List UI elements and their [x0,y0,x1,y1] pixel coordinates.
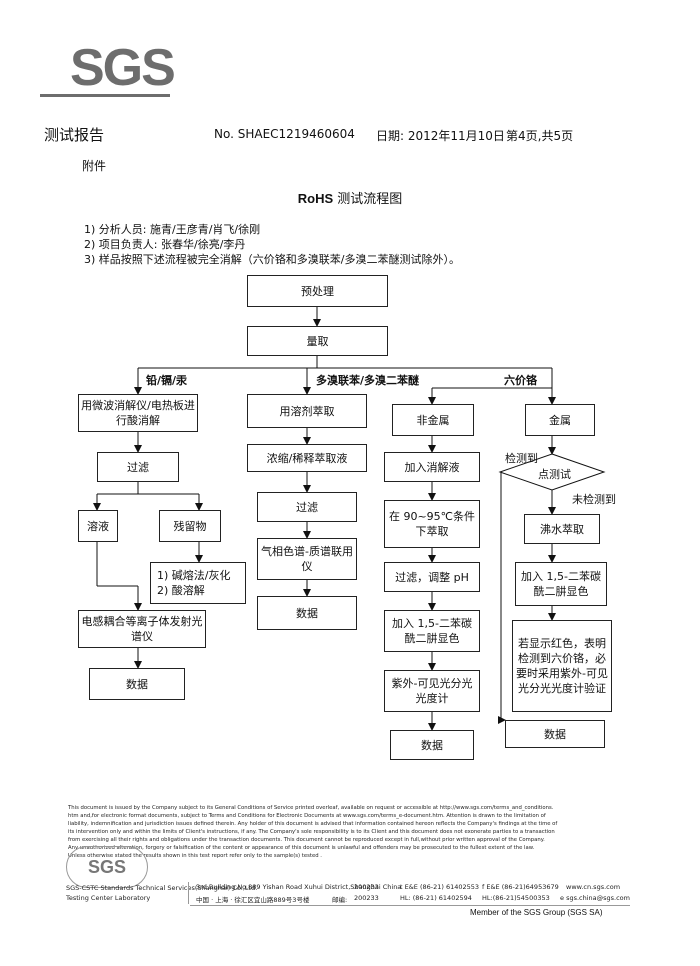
info-line-3: 3) 样品按照下述流程被完全消解（六价铬和多溴联苯/多溴二苯醚测试除外）。 [84,253,460,266]
step-data-2: 数据 [257,596,357,630]
flowchart-title: RoHS 测试流程图 [0,188,700,207]
step-add-dpc-1: 加入 1,5-二苯碳酰二肼显色 [384,610,480,652]
sgs-group-member: Member of the SGS Group (SGS SA) [470,908,603,917]
chart-title-rest: 测试流程图 [333,192,403,207]
address-cn: 中国 · 上海 · 徐汇区宜山路889号3号楼 [196,896,310,904]
disclaimer-line: Unless otherwise stated the results show… [68,853,322,859]
address-en: 3rd Building,No.889 Yishan Road Xuhui Di… [196,883,402,891]
email: e sgs.china@sgs.com [560,894,630,902]
disclaimer-line: from exercising all their rights and obl… [68,837,545,843]
label-not-detected: 未检测到 [572,493,616,506]
step-solvent-extraction: 用溶剂萃取 [247,394,367,428]
postcode-label: 邮编: [332,896,348,904]
phone-hl: HL: (86-21) 61402594 [400,894,472,902]
website: www.cn.sgs.com [566,883,621,891]
step-icp-oes: 电感耦合等离子体发射光谱仪 [78,610,206,648]
step-solution: 溶液 [78,510,118,542]
report-title: 测试报告 [44,126,105,144]
fax-hl: HL:(86-21)54500353 [482,894,550,902]
residue-method-1: 1) 碱熔法/灰化 [157,569,231,582]
report-number: No. SHAEC1219460604 [214,127,355,141]
company-seal: SGS [66,846,148,888]
label-detected: 检测到 [505,452,538,465]
step-filter-2: 过滤 [257,492,357,522]
disclaimer-line: htm and,for electronic format documents,… [68,813,546,819]
postcode-en: 200233 [354,883,379,891]
branch-label-cr6: 六价铬 [504,374,537,387]
step-filter-adjust-ph: 过滤，调整 pH [384,562,480,592]
info-line-2: 2) 项目负责人: 张春华/徐亮/李丹 [84,238,246,251]
step-gcms: 气相色谱-质谱联用仪 [257,538,357,580]
step-verification-note: 若显示红色，表明检测到六价铬，必要时采用紫外-可见光分光光度计验证 [512,620,612,712]
step-uv-vis: 紫外-可见光分光光度计 [384,670,480,712]
step-heat-extraction: 在 90~95℃条件下萃取 [384,500,480,548]
step-boiling-water-extraction: 沸水萃取 [524,514,600,544]
step-add-dpc-2: 加入 1,5-二苯碳酰二肼显色 [515,562,607,606]
company-name-en: SGS-CSTC Standards Technical Services(Sh… [66,884,258,892]
branch-label-pb-cd-hg: 铅/镉/汞 [146,374,188,387]
fax-ee: f E&E (86-21)64953679 [482,883,559,891]
step-data-3: 数据 [390,730,474,760]
decision-spot-test: 点测试 [538,468,571,481]
step-data-1: 数据 [89,668,185,700]
logo-underline [40,94,170,97]
step-concentrate: 浓缩/稀释萃取液 [247,444,367,472]
branch-label-pbb-pbde: 多溴联苯/多溴二苯醚 [316,374,420,387]
chart-title-bold: RoHS [297,191,334,206]
info-line-1: 1) 分析人员: 施青/王彦青/肖飞/徐刚 [84,223,261,236]
residue-method-2: 2) 酸溶解 [157,584,205,597]
step-acid-digestion: 用微波消解仪/电热板进行酸消解 [78,394,198,432]
report-date: 日期: 2012年11月10日 [376,129,505,143]
company-name-en-2: Testing Center Laboratory [66,894,151,902]
footer-rule [190,905,630,906]
postcode-cn: 200233 [354,894,379,902]
step-filter-1: 过滤 [97,452,179,482]
step-weigh: 量取 [247,326,388,356]
step-nonmetal: 非金属 [392,404,474,436]
step-add-digestion-solution: 加入消解液 [384,452,480,482]
step-metal: 金属 [525,404,595,436]
sgs-logo: SGS [70,39,176,97]
step-residue: 残留物 [159,510,221,542]
step-pretreatment: 预处理 [247,275,388,307]
residue-methods: 1) 碱熔法/灰化 2) 酸溶解 [150,562,246,604]
disclaimer-line: liability, indemnification and jurisdict… [68,821,558,827]
step-data-4: 数据 [505,720,605,748]
appendix-label: 附件 [82,159,107,173]
disclaimer-line: its intervention only and within the lim… [68,829,555,835]
page-indicator: 第4页,共5页 [506,129,574,143]
legal-disclaimer: This document is issued by the Company s… [68,804,628,860]
disclaimer-line: This document is issued by the Company s… [68,805,554,811]
phone-ee: t E&E (86-21) 61402553 [400,883,480,891]
disclaimer-line: Any unauthorized alteration, forgery or … [68,845,535,851]
footer-divider [188,882,189,904]
